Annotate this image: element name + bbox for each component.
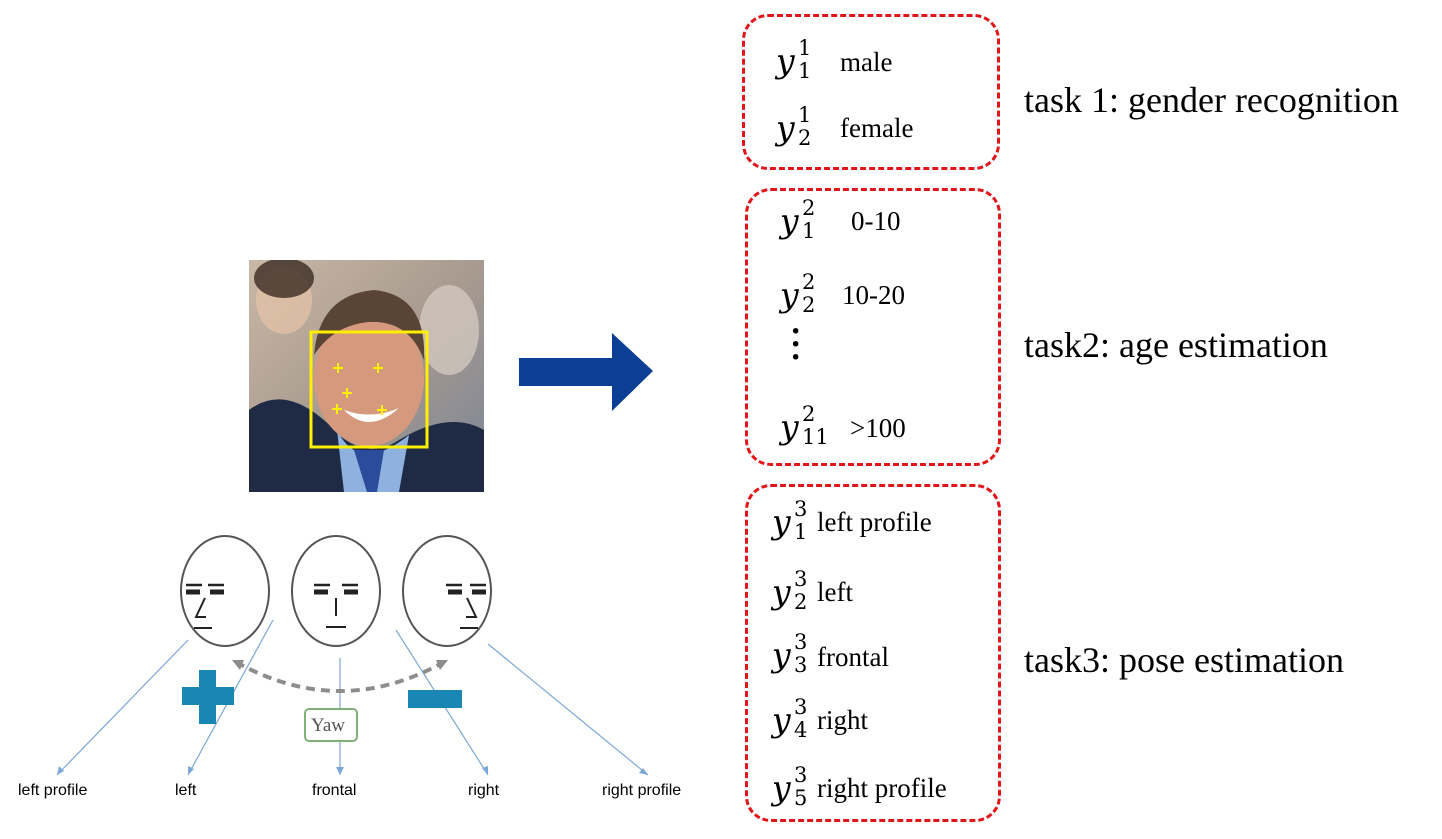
pose-label-right: right: [817, 705, 868, 735]
task-pose-title: task3: pose estimation: [1024, 640, 1344, 680]
caption-left-profile: left profile: [18, 782, 88, 799]
face-photo: [249, 260, 484, 492]
face-frontal-icon: [291, 535, 381, 647]
landmark-markers: [332, 363, 387, 415]
gender-label-female: female: [840, 113, 914, 143]
caption-right: right: [468, 782, 500, 799]
age-label-1: 10-20: [842, 280, 905, 310]
task-gender-title: task 1: gender recognition: [1024, 80, 1399, 120]
face-right-icon: [402, 535, 492, 647]
pose-label-left: left: [817, 577, 853, 607]
pose-group: [745, 484, 1001, 822]
vertical-ellipsis-icon: ···: [790, 313, 802, 376]
gender-label-male: male: [840, 47, 893, 77]
yaw-pose-diagram: [56, 535, 649, 776]
caption-right-profile: right profile: [602, 782, 682, 799]
detection-box: [309, 330, 429, 449]
yaw-label: Yaw: [311, 715, 345, 736]
right-arrow-icon: [519, 333, 653, 411]
pose-label-frontal: frontal: [817, 642, 889, 672]
plus-icon: [182, 670, 234, 724]
task-age-title: task2: age estimation: [1024, 325, 1328, 365]
age-label-2: >100: [850, 413, 906, 443]
face-left-icon: [180, 535, 270, 647]
age-label-0: 0-10: [851, 206, 901, 236]
gender-group: [742, 14, 1000, 170]
caption-frontal: frontal: [312, 782, 357, 799]
age-group: [745, 188, 1001, 466]
pose-label-right-profile: right profile: [817, 773, 947, 803]
pose-label-left-profile: left profile: [817, 507, 932, 537]
caption-left: left: [175, 782, 197, 799]
minus-icon: [408, 690, 462, 708]
